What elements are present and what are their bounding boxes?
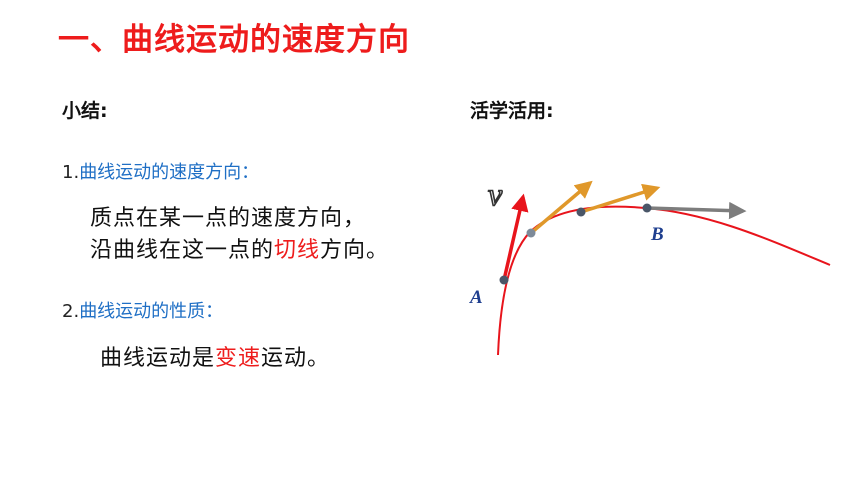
point-2-label: 曲线运动的性质： bbox=[79, 301, 224, 322]
trajectory-curve bbox=[497, 205, 831, 356]
point-a-label: A bbox=[469, 287, 483, 308]
point-2-line: 曲线运动是变速运动。 bbox=[100, 340, 330, 372]
point-2-number: 2. bbox=[62, 301, 80, 322]
point-b-dot bbox=[642, 203, 652, 213]
point-b-label: B bbox=[650, 224, 664, 245]
point-2-heading: 2.曲线运动的性质： bbox=[62, 297, 223, 323]
point-1-line-2-pre: 沿曲线在这一点的 bbox=[90, 238, 275, 263]
point-1-line-2: 沿曲线在这一点的切线方向。 bbox=[90, 232, 389, 264]
page-title: 一、曲线运动的速度方向 bbox=[58, 22, 410, 58]
midpoint-dot-1 bbox=[526, 228, 536, 238]
point-1-number: 1. bbox=[62, 162, 80, 183]
practice-heading: 活学活用: bbox=[470, 100, 554, 122]
point-a-dot bbox=[499, 275, 509, 285]
tangent-arrow-2 bbox=[580, 183, 661, 214]
summary-heading: 小结: bbox=[62, 100, 108, 122]
point-2-line-post: 运动。 bbox=[261, 346, 331, 371]
point-1-label: 曲线运动的速度方向： bbox=[79, 162, 260, 183]
point-1-heading: 1.曲线运动的速度方向： bbox=[62, 158, 259, 184]
point-1-line-1: 质点在某一点的速度方向， bbox=[90, 206, 367, 231]
point-2-line-pre: 曲线运动是 bbox=[100, 346, 216, 371]
keyword-variable-speed: 变速 bbox=[215, 346, 262, 371]
tangent-arrow-1 bbox=[529, 180, 593, 235]
velocity-arrow-a bbox=[502, 193, 529, 281]
midpoint-dot-2 bbox=[576, 207, 586, 217]
velocity-symbol: v bbox=[488, 176, 503, 212]
point-1-line-2-post: 方向。 bbox=[320, 238, 390, 263]
velocity-arrow-b bbox=[646, 201, 747, 220]
keyword-tangent: 切线 bbox=[274, 238, 321, 263]
